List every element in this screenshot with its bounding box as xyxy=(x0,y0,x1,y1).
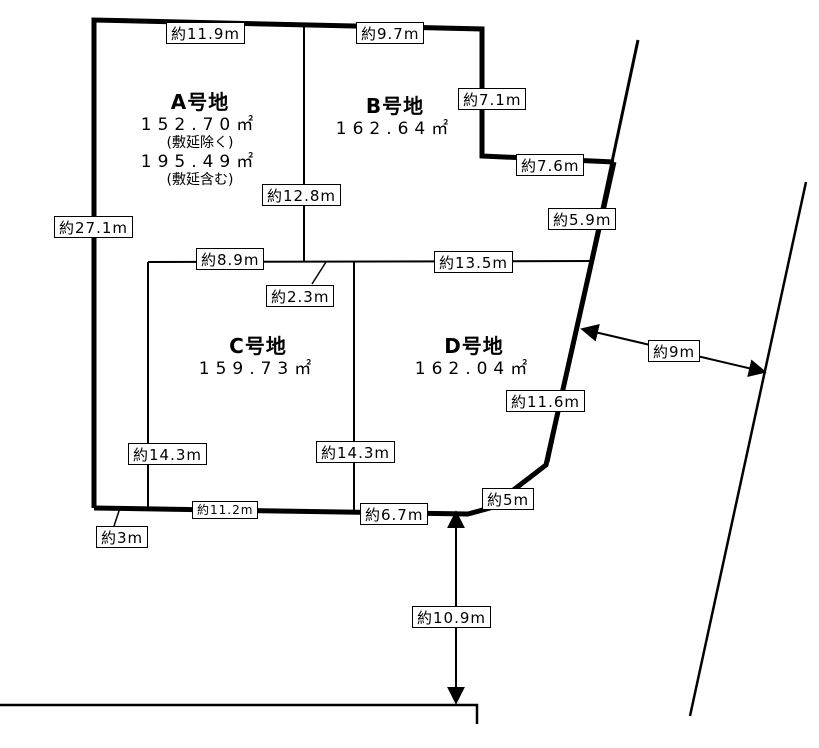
dim-cd-divider: 約14.3m xyxy=(316,441,396,463)
dim-d-top: 約13.5m xyxy=(434,251,514,273)
dim-c-left: 約14.3m xyxy=(128,443,208,465)
dim-jog: 約2.3m xyxy=(266,285,335,307)
lot-a-note-excluding: (敷延除く) xyxy=(166,135,234,151)
dim-east-upper: 約5.9m xyxy=(548,208,617,230)
dim-c-bottom: 約11.2m xyxy=(192,501,259,519)
dim-c-top: 約8.9m xyxy=(196,248,265,270)
lot-c-name: C号地 xyxy=(229,334,287,358)
lot-d-label: D号地 162.04㎡ xyxy=(394,330,554,379)
lot-a-area-including: 195.49㎡ xyxy=(140,152,260,172)
lot-b-name: B号地 xyxy=(365,94,425,118)
lot-d-area: 162.04㎡ xyxy=(414,359,534,379)
dim-sw-corner: 約3m xyxy=(96,526,149,548)
dim-ab-divider: 約12.8m xyxy=(262,184,342,206)
dim-b-top: 約9.7m xyxy=(356,22,425,44)
lot-a-label: A号地 152.70㎡ (敷延除く) 195.49㎡ (敷延含む) xyxy=(128,86,272,189)
dim-west: 約27.1m xyxy=(54,216,134,238)
dim-road-width: 約9m xyxy=(648,340,701,362)
lot-d-name: D号地 xyxy=(444,334,504,358)
dim-road-distance: 約10.9m xyxy=(412,606,492,628)
far-road-edge xyxy=(688,181,808,717)
dim-b-bottom: 約7.6m xyxy=(516,154,585,176)
dim-d-bottom: 約6.7m xyxy=(360,503,429,525)
south-road-edge xyxy=(0,703,479,724)
lot-c-area: 159.73㎡ xyxy=(198,359,318,379)
lot-b-area: 162.64㎡ xyxy=(335,119,455,139)
lot-b-label: B号地 162.64㎡ xyxy=(320,90,470,139)
dim-corner-cut: 約5m xyxy=(482,488,535,510)
lot-a-area-excluding: 152.70㎡ xyxy=(140,115,260,135)
jog-leader xyxy=(311,261,327,285)
lot-c-label: C号地 159.73㎡ xyxy=(178,330,338,379)
dim-a-top: 約11.9m xyxy=(166,22,246,44)
lot-a-name: A号地 xyxy=(170,90,230,114)
dim-east-lower: 約11.6m xyxy=(506,390,586,412)
dim-b-right: 約7.1m xyxy=(458,88,527,110)
lot-a-note-including: (敷延含む) xyxy=(166,172,234,188)
sw-corner-leader xyxy=(113,507,121,527)
